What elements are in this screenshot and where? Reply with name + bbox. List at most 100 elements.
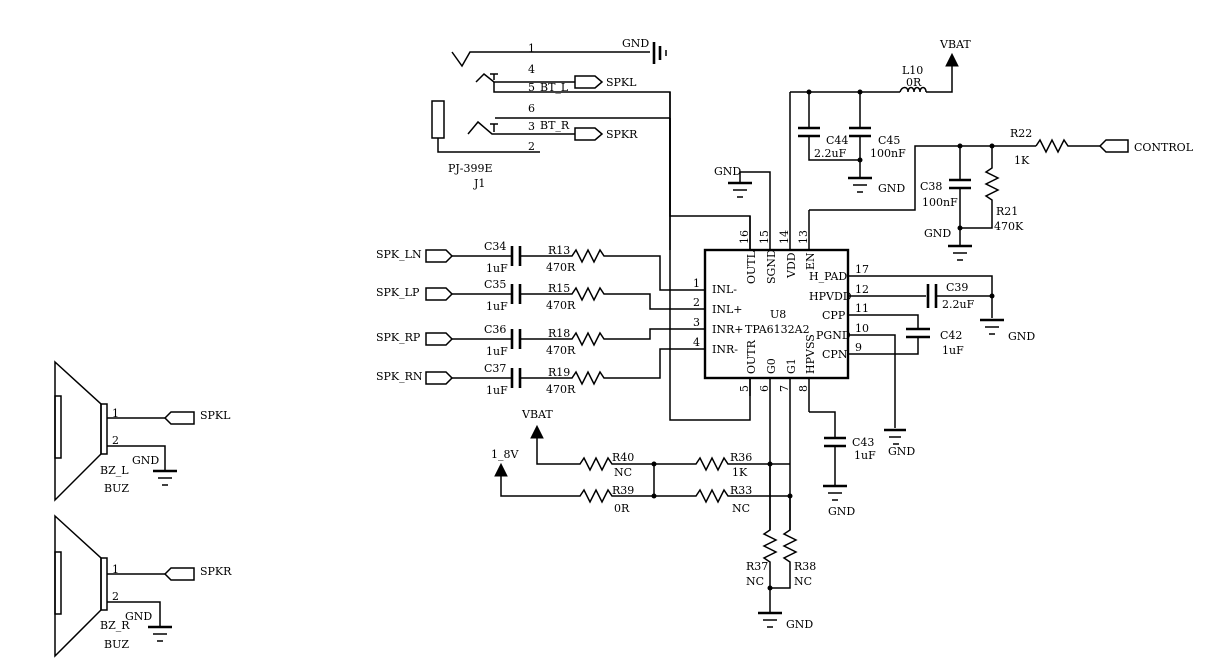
jack-part-number: PJ-399E — [448, 162, 493, 175]
ic-pin-name-inr-minus: INR- — [712, 343, 738, 356]
port-label-spk-lp: SPK_LP — [376, 286, 420, 299]
buzzer-l-gnd-label: GND — [132, 454, 159, 467]
r39-value: 0R — [614, 502, 630, 515]
ic-pin-num-11: 11 — [855, 302, 869, 315]
ic-pin-name-en: EN — [804, 252, 817, 270]
buzzer-r-gnd-label: GND — [125, 610, 152, 623]
buzzer-l-pin-1: 1 — [112, 407, 119, 420]
c45-value: 100nF — [870, 147, 906, 160]
j1-pin-1: 1 — [528, 42, 535, 55]
port-label-spk-rp: SPK_RP — [376, 331, 421, 344]
buzzer-r-net-label: SPKR — [200, 565, 232, 578]
ic-pin-name-g0: G0 — [765, 358, 778, 374]
input-channel-ln: SPK_LN C34 1uF R13 470R — [376, 240, 680, 291]
v1-8-label: 1_8V — [491, 448, 519, 461]
ic-pin-num-17: 17 — [855, 263, 869, 276]
r15-reference: R15 — [548, 282, 570, 295]
r21-value: 470K — [994, 220, 1024, 233]
buzzer-r-port-flag — [163, 567, 195, 581]
en-gnd-label: GND — [924, 227, 951, 240]
r36-reference: R36 — [730, 451, 752, 464]
c43-reference: C43 — [852, 436, 874, 449]
c45-reference: C45 — [878, 134, 900, 147]
ic-reference: U8 — [770, 308, 786, 321]
ic-pin-name-h-pad: H_PAD — [809, 270, 847, 283]
j1-pin-6: 6 — [528, 102, 535, 115]
buzzer-r-pin-2: 2 — [112, 590, 119, 603]
jack-reference: J1 — [473, 177, 485, 190]
input-channel-rp: SPK_RP C36 1uF R18 470R — [376, 323, 680, 358]
r37-reference: R37 — [746, 560, 768, 573]
r22-resistor — [1035, 138, 1100, 154]
ic-pin-name-cpp: CPP — [822, 309, 846, 322]
r13-reference: R13 — [548, 244, 570, 257]
r22-reference: R22 — [1010, 127, 1032, 140]
r40-value: NC — [614, 466, 632, 479]
ic-pin-num-14: 14 — [778, 230, 791, 244]
input-channel-rn: SPK_RN C37 1uF R19 470R — [376, 348, 680, 397]
pgnd-gnd-label: GND — [888, 445, 915, 458]
wire-outr — [669, 118, 751, 421]
c35-reference: C35 — [484, 278, 506, 291]
control-port-label: CONTROL — [1134, 141, 1194, 154]
l10-reference: L10 — [902, 64, 923, 77]
port-flag-spk-ln — [425, 249, 454, 263]
c35-value: 1uF — [486, 300, 508, 313]
sgnd-gnd-label: GND — [714, 165, 741, 178]
ic-pin-num-6: 6 — [758, 385, 771, 392]
c36-value: 1uF — [486, 345, 508, 358]
buzzer-l-part: BUZ — [104, 482, 129, 495]
ic-pin-num-2: 2 — [693, 296, 700, 309]
ic-pin-name-hpvdd: HPVDD — [809, 290, 852, 303]
net-label-bt-r: BT_R — [540, 119, 570, 132]
port-flag-spk-rn — [425, 371, 454, 385]
r19-value: 470R — [546, 383, 576, 396]
r40-reference: R40 — [612, 451, 634, 464]
ic-pin-name-outl: OUTL — [745, 250, 758, 284]
vbat-label-top: VBAT — [939, 38, 971, 51]
ic-pin-num-12: 12 — [855, 283, 869, 296]
buzzer-right: SPKR 1 2 GND BZ_R BUZ — [54, 514, 232, 658]
control-port-flag — [1098, 139, 1129, 153]
c39-reference: C39 — [946, 281, 968, 294]
ic-pin-name-vdd: VDD — [785, 252, 798, 279]
vbat-arrow-icon-bottom — [530, 424, 544, 439]
buzzer-l-pin-2: 2 — [112, 434, 119, 447]
vdd-gnd-label: GND — [878, 182, 905, 195]
ic-pin-num-16: 16 — [738, 230, 751, 244]
buzzer-r-reference: BZ_R — [100, 619, 130, 632]
c34-reference: C34 — [484, 240, 506, 253]
sgnd-ground: GND — [714, 165, 771, 226]
port-label-spk-ln: SPK_LN — [376, 248, 422, 261]
r37-resistor — [762, 464, 778, 588]
amplifier-ic-u8: U8 TPA6132A2 1 2 3 4 INL- INL+ INR+ INR-… — [680, 92, 875, 530]
j1-pin-3: 3 — [528, 120, 535, 133]
buzzer-l-reference: BZ_L — [100, 464, 129, 477]
r22-value: 1K — [1014, 154, 1030, 167]
ic-pin-name-inl-plus: INL+ — [712, 303, 743, 316]
l10-value: 0R — [906, 76, 922, 89]
spkl-port-label: SPKL — [606, 76, 637, 89]
ic-pin-name-outr: OUTR — [745, 339, 758, 374]
vbat-label-bottom: VBAT — [521, 408, 553, 421]
buzzer-r-pin-1: 1 — [112, 563, 119, 576]
ic-pin-num-4: 4 — [693, 336, 700, 349]
ic-pin-num-1: 1 — [693, 277, 700, 290]
c38-value: 100nF — [922, 196, 958, 209]
j1-pin-2: 2 — [528, 140, 535, 153]
j1-pin-4: 4 — [528, 63, 535, 76]
c38-reference: C38 — [920, 180, 942, 193]
r33-reference: R33 — [730, 484, 752, 497]
ic-pin-num-7: 7 — [778, 385, 791, 392]
buzzer-l-net-label: SPKL — [200, 409, 231, 422]
r36-value: 1K — [732, 466, 748, 479]
ic-pin-name-inr-plus: INR+ — [712, 323, 743, 336]
gain-setting: VBAT 1_8V R40 NC R36 1K R39 0R R33 NC GN… — [491, 408, 816, 631]
buzzer-l-port-flag — [163, 411, 195, 425]
c44-reference: C44 — [826, 134, 848, 147]
ic-part-number: TPA6132A2 — [745, 323, 810, 336]
buzzer-left: SPKL 1 2 GND BZ_L BUZ — [54, 360, 231, 502]
ic-pin-name-sgnd: SGND — [765, 249, 778, 284]
v1-8-arrow-icon — [494, 462, 508, 477]
